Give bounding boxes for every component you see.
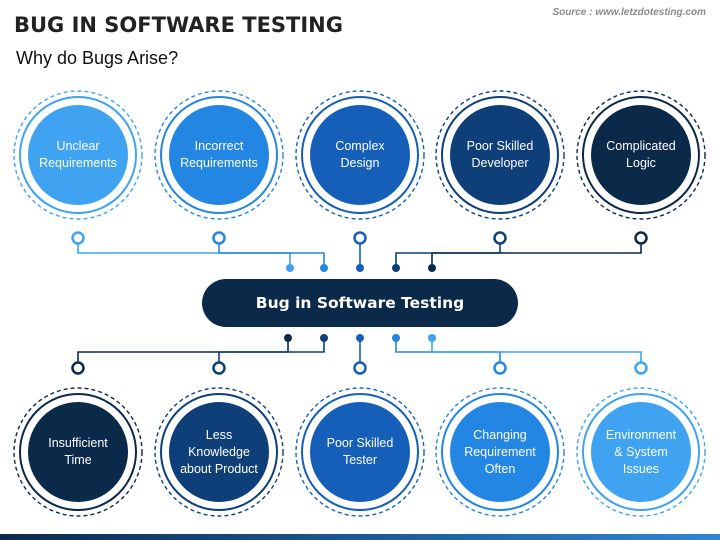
node-dashed-ring [154, 387, 284, 517]
footer-bar [0, 534, 720, 540]
connector-node-ring [353, 231, 367, 245]
connector-dot [284, 334, 292, 342]
bottom-node-label: Less Knowledge about Product [180, 427, 258, 476]
center-node [202, 279, 518, 327]
connector-dot [320, 264, 328, 272]
top-node-label: Poor Skilled Developer [466, 139, 534, 170]
top-node-label: Unclear Requirements [39, 139, 117, 170]
connector-dot [356, 264, 364, 272]
node-circle [591, 402, 691, 502]
connector-line [431, 243, 642, 268]
connector-node-ring [634, 361, 648, 375]
node-circle [169, 402, 269, 502]
bottom-node-label: Environment & System Issues [605, 427, 677, 476]
node-circle [310, 402, 410, 502]
connector-node-ring [71, 361, 85, 375]
node-dashed-ring [295, 90, 425, 220]
node-circle [28, 402, 128, 502]
page-subtitle: Why do Bugs Arise? [16, 48, 179, 68]
top-node-label: Complicated Logic [606, 139, 676, 170]
node-circle [169, 105, 269, 205]
top-node-label: Complex Design [335, 139, 385, 170]
connector-line [218, 338, 325, 363]
node-dashed-ring [295, 387, 425, 517]
connector-node-ring [634, 231, 648, 245]
node-dashed-ring [13, 90, 143, 220]
connector-dot [320, 334, 328, 342]
connector-node-ring [353, 361, 367, 375]
center-node-label: Bug in Software Testing [255, 294, 465, 312]
bottom-node-label: Changing Requirement Often [464, 427, 536, 476]
node-dashed-ring [435, 387, 565, 517]
node-dashed-ring [154, 90, 284, 220]
node-circle [28, 105, 128, 205]
node-dashed-ring [13, 387, 143, 517]
top-node-label: Incorrect Requirements [180, 139, 258, 170]
node-circle [450, 402, 550, 502]
connector-node-ring [212, 361, 226, 375]
connector-line [77, 243, 291, 268]
connector-dot [392, 264, 400, 272]
connector-node-ring [493, 231, 507, 245]
connector-node-ring [71, 231, 85, 245]
node-circle [591, 105, 691, 205]
page-title: BUG IN SOFTWARE TESTING [14, 13, 343, 37]
connector-node-ring [493, 361, 507, 375]
bottom-node-label: Poor Skilled Tester [326, 436, 394, 467]
connector-dot [286, 264, 294, 272]
connector-line [77, 338, 289, 363]
connector-line [395, 338, 501, 363]
source-credit: Source : www.letzdotesting.com [552, 7, 706, 18]
connector-line [395, 243, 501, 268]
node-circle [310, 105, 410, 205]
connector-dot [392, 334, 400, 342]
connector-dot [428, 264, 436, 272]
connector-dot [428, 334, 436, 342]
connector-dot [356, 334, 364, 342]
node-circle [450, 105, 550, 205]
connector-node-ring [212, 231, 226, 245]
node-dashed-ring [435, 90, 565, 220]
bottom-node-label: Insufficient Time [48, 436, 108, 467]
connector-line [218, 243, 325, 268]
node-dashed-ring [576, 90, 706, 220]
node-dashed-ring [576, 387, 706, 517]
connector-line [431, 338, 642, 363]
